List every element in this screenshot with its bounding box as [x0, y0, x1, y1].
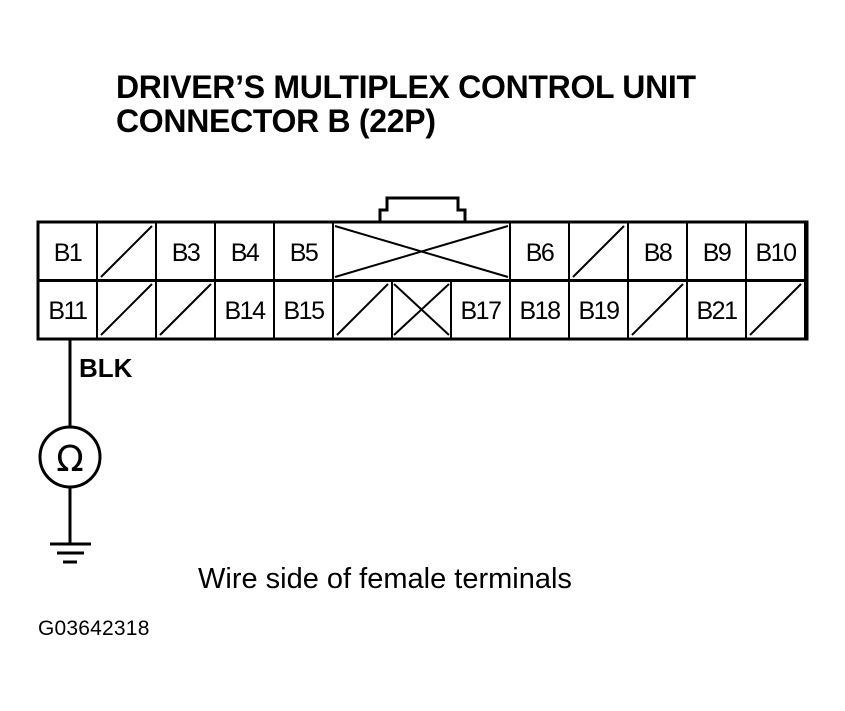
pin-label: B9 — [703, 239, 731, 267]
pin-label: B21 — [697, 297, 738, 325]
ground-icon — [50, 542, 91, 564]
pin-b11: B11 — [37, 279, 98, 340]
pin-label: B18 — [520, 297, 561, 325]
pin-b21: B21 — [686, 279, 747, 340]
pin-label: B14 — [225, 297, 267, 325]
pin-label: B5 — [290, 239, 318, 267]
title-line-2: CONNECTOR B (22P) — [116, 103, 436, 139]
diagram-title: DRIVER’S MULTIPLEX CONTROL UNIT CONNECTO… — [116, 70, 696, 138]
ohmmeter-icon: Ω — [38, 425, 102, 489]
pin-label: B15 — [284, 297, 325, 325]
caption: Wire side of female terminals — [198, 563, 572, 595]
pin-b8: B8 — [627, 221, 688, 282]
pin-label: B10 — [756, 239, 797, 267]
ohm-symbol: Ω — [56, 439, 84, 480]
pin-label: B8 — [644, 239, 672, 267]
pin-b19: B19 — [568, 279, 629, 340]
wire-color-label: BLK — [79, 353, 133, 383]
pin-label: B3 — [172, 239, 200, 267]
pin-label: B11 — [48, 297, 87, 325]
pin-label: B19 — [579, 297, 620, 325]
empty-cavity — [745, 279, 806, 340]
pin-label: B17 — [461, 297, 502, 325]
pin-b18: B18 — [509, 279, 570, 340]
title-line-1: DRIVER’S MULTIPLEX CONTROL UNIT — [116, 69, 696, 105]
pin-b17: B17 — [450, 279, 511, 340]
connector-lock-tab — [378, 196, 467, 222]
figure-id: G03642318 — [38, 617, 150, 640]
pin-label: B4 — [231, 239, 260, 267]
pin-label: B6 — [526, 239, 554, 267]
pin-label: B1 — [54, 239, 82, 267]
